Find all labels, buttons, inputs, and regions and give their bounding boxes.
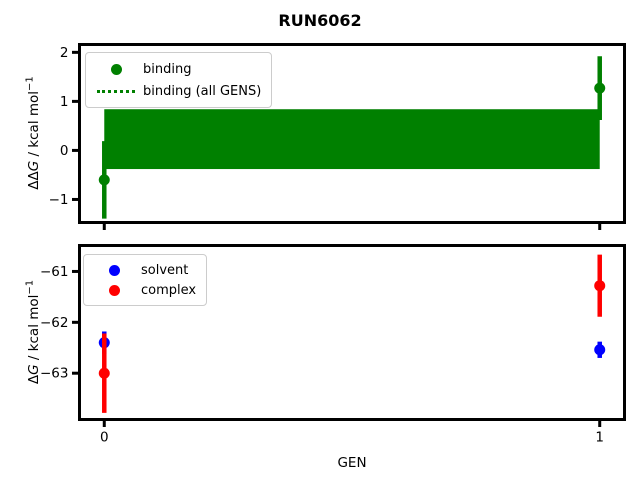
top-y-axis-label-sup: −1 <box>24 76 36 91</box>
bottom-y-axis-label-unit: / kcal mol <box>25 294 42 365</box>
legend-label-binding: binding <box>143 61 192 77</box>
data-point-complex <box>594 280 606 292</box>
bottom-y-tick-label: −61 <box>40 264 69 280</box>
bottom-y-tick-label: −63 <box>40 366 69 382</box>
bottom-y-axis-label-sup: −1 <box>24 279 36 295</box>
data-point-binding <box>98 174 110 186</box>
x-tick-label: 0 <box>100 430 109 446</box>
x-axis-label: GEN <box>337 455 367 471</box>
top-y-tick-label: −1 <box>49 192 69 208</box>
data-point-binding <box>594 82 606 94</box>
complex-dot-icon <box>108 284 120 296</box>
legend-item-binding: binding <box>95 58 261 80</box>
x-tick-label: 1 <box>595 430 604 446</box>
legend-item-solvent: solvent <box>93 260 196 280</box>
top-y-axis-label-g: G <box>25 160 42 172</box>
dotted-line-icon <box>97 89 135 93</box>
legend-item-complex: complex <box>93 280 196 300</box>
solvent-dot-icon <box>108 264 120 276</box>
legend-label-binding-all-gens: binding (all GENS) <box>143 83 262 99</box>
complex-marker-cell <box>93 284 135 296</box>
legend-label-complex: complex <box>141 282 197 298</box>
data-point-complex <box>98 367 110 379</box>
top-y-axis-label-delta: ΔΔ <box>25 171 42 190</box>
bottom-y-tick-label: −62 <box>40 315 69 331</box>
binding-all-gens-marker-cell <box>95 89 137 93</box>
top-axes-frame <box>78 43 626 224</box>
bottom-y-axis-label-g: G <box>25 364 42 375</box>
bottom-y-axis-label: ΔG / kcal mol−1 <box>24 280 42 384</box>
top-y-tick-label: 2 <box>60 45 69 61</box>
legend-label-solvent: solvent <box>141 262 189 278</box>
bottom-y-axis-label-delta: Δ <box>25 374 42 385</box>
top-legend: binding binding (all GENS) <box>85 52 273 108</box>
legend-item-binding-all-gens: binding (all GENS) <box>95 80 261 102</box>
binding-marker-cell <box>95 63 137 75</box>
bottom-legend: solvent complex <box>83 254 208 306</box>
binding-dot-icon <box>110 63 122 75</box>
top-y-tick-label: 0 <box>60 143 69 159</box>
bottom-axes-frame <box>78 244 626 421</box>
figure-title: RUN6062 <box>278 11 362 30</box>
top-y-axis-label: ΔΔG / kcal mol−1 <box>24 76 42 190</box>
confidence-band-binding-all-gens- <box>104 109 600 170</box>
top-y-axis-label-unit: / kcal mol <box>25 90 42 161</box>
solvent-marker-cell <box>93 264 135 276</box>
top-y-tick-label: 1 <box>60 94 69 110</box>
data-point-solvent <box>594 344 606 356</box>
